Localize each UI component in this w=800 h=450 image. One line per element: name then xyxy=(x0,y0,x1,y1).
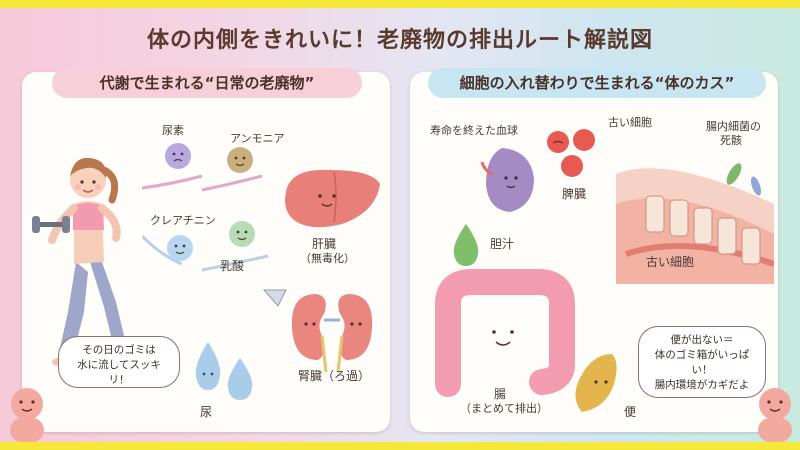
stool-illustration xyxy=(575,354,617,412)
label-creatinine: クレアチニン xyxy=(150,214,216,227)
red-blood-cells-illustration xyxy=(547,129,595,177)
bile-drop-illustration xyxy=(453,224,479,266)
top-yellow-bar xyxy=(0,0,800,8)
exercising-woman-illustration xyxy=(32,157,131,367)
label-kidney: 腎臓（ろ過） xyxy=(298,369,371,383)
right-heading: 細胞の入れ替わりで生まれる“体のカス” xyxy=(428,68,766,98)
urine-drops-illustration xyxy=(195,342,253,400)
label-stool: 便 xyxy=(624,405,637,419)
right-bubble-line-3: 腸内環境がカギだよ xyxy=(654,379,750,391)
right-bubble-line-1: 便が出ない＝ xyxy=(670,334,734,346)
left-mascot-icon xyxy=(10,388,44,442)
liver-illustration xyxy=(285,169,380,228)
label-spleen: 脾臓 xyxy=(562,187,587,201)
intestinal-wall-illustration xyxy=(616,163,774,284)
label-blood-cells: 寿命を終えた血球 xyxy=(430,124,518,137)
left-bubble-line-1: その日のゴミは xyxy=(82,344,156,356)
metabolic-waste-panel: 代謝で生まれる“日常の老廃物” xyxy=(22,68,390,432)
kidneys-illustration xyxy=(262,289,373,373)
large-intestine-illustration xyxy=(435,269,575,397)
label-urine: 尿 xyxy=(200,405,213,419)
main-title: 体の内側をきれいに！老廃物の排出ルート解説図 xyxy=(146,28,653,53)
label-liver: 肝臓 xyxy=(312,237,337,251)
left-bubble-line-2: 水に流してスッキリ！ xyxy=(77,359,161,386)
cell-turnover-panel: 細胞の入れ替わりで生まれる“体のカス” 寿命を終えた血球 古い細胞 腸内細菌の … xyxy=(410,68,778,432)
label-urea: 尿素 xyxy=(162,124,184,137)
label-bile: 胆汁 xyxy=(490,237,515,251)
label-old-cells-mid: 古い細胞 xyxy=(646,255,695,269)
label-gut-bacteria: 腸内細菌の xyxy=(706,120,761,133)
label-lactic-acid: 乳酸 xyxy=(220,259,245,273)
label-liver-detox: （無毒化） xyxy=(300,252,355,265)
label-intestine-note: （まとめて排出） xyxy=(460,402,548,415)
label-intestine: 腸 xyxy=(494,387,507,401)
waste-molecules-illustration xyxy=(142,143,269,272)
left-speech-bubble: その日のゴミは 水に流してスッキリ！ xyxy=(58,336,180,388)
right-bubble-line-2: 体のゴミ箱がいっぱい！ xyxy=(654,349,750,376)
right-mascot-icon xyxy=(758,388,792,442)
label-ammonia: アンモニア xyxy=(230,132,285,145)
left-heading: 代謝で生まれる“日常の老廃物” xyxy=(52,68,362,98)
label-old-cells-top: 古い細胞 xyxy=(608,116,652,129)
label-gut-bacteria-remains: 死骸 xyxy=(720,134,742,147)
right-speech-bubble: 便が出ない＝ 体のゴミ箱がいっぱい！ 腸内環境がカギだよ xyxy=(638,326,766,398)
spleen-illustration xyxy=(480,148,534,212)
bottom-yellow-bar xyxy=(0,442,800,450)
